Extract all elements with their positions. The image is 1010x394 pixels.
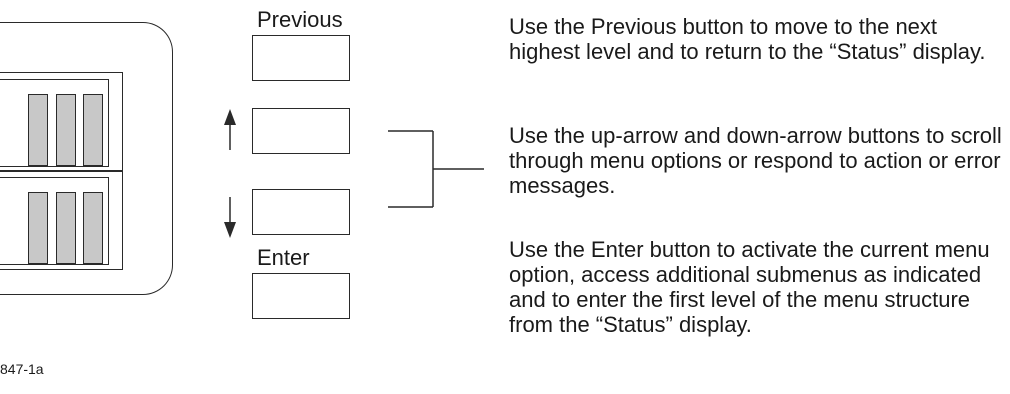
previous-button[interactable]	[252, 35, 350, 81]
control-panel-outline	[0, 22, 173, 295]
display-inner-frame	[0, 79, 109, 167]
figure-id: 847-1a	[0, 361, 44, 377]
up-arrow-button[interactable]	[252, 108, 350, 154]
enter-button-description: Use the Enter button to activate the cur…	[509, 237, 990, 337]
up-arrow-icon	[224, 109, 236, 150]
enter-button-label: Enter	[257, 245, 310, 270]
display-character-segment	[83, 94, 103, 166]
enter-button[interactable]	[252, 273, 350, 319]
down-arrow-icon	[224, 197, 236, 238]
display-inner-frame	[0, 177, 109, 265]
previous-button-description: Use the Previous button to move to the n…	[509, 14, 986, 64]
display-character-segment	[56, 94, 76, 166]
display-character-segment	[28, 94, 48, 166]
arrow-buttons-description: Use the up-arrow and down-arrow buttons …	[509, 123, 1002, 198]
display-character-segment	[83, 192, 103, 264]
display-character-segment	[56, 192, 76, 264]
display-window-upper	[0, 72, 123, 172]
display-character-segment	[28, 192, 48, 264]
display-window-lower	[0, 170, 123, 270]
down-arrow-button[interactable]	[252, 189, 350, 235]
arrow-buttons-bracket	[388, 130, 484, 208]
previous-button-label: Previous	[257, 7, 343, 32]
